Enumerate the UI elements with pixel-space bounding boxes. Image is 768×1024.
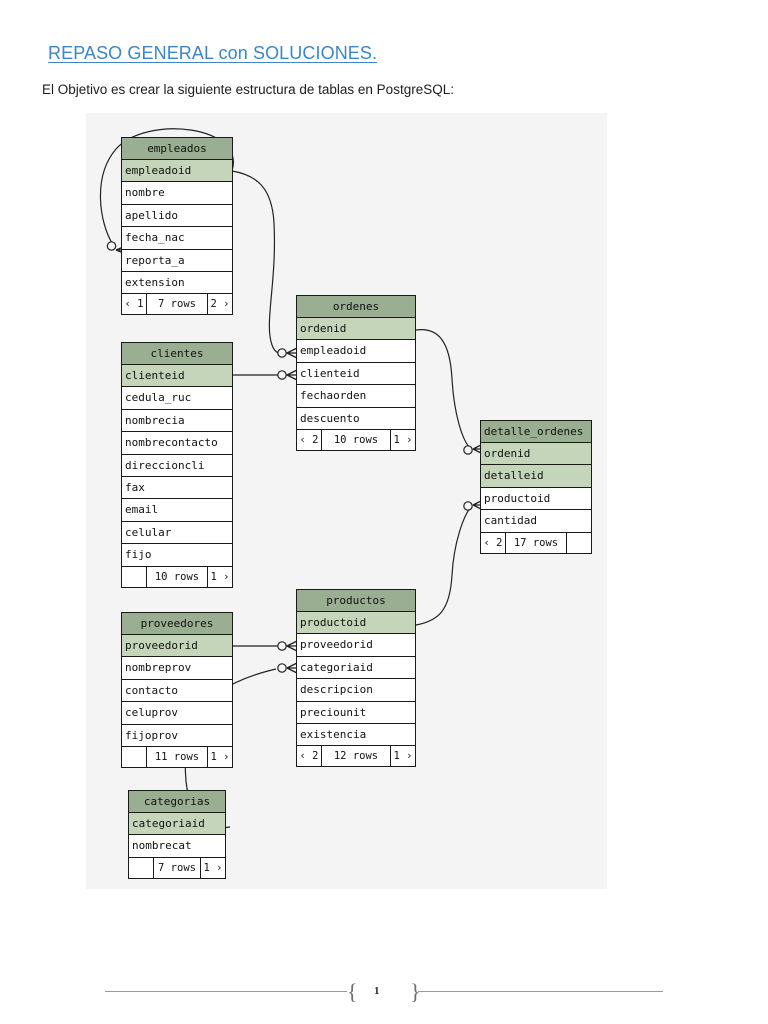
table-field[interactable]: fecha_nac	[122, 227, 232, 250]
footer-rule-left	[105, 991, 347, 992]
pager-next-button[interactable]: 1 ›	[210, 750, 230, 763]
table-field[interactable]: clienteid	[297, 362, 415, 386]
link-ordenes-detalle	[415, 329, 472, 450]
table-field[interactable]: apellido	[122, 204, 232, 228]
footer-brace-right: }	[410, 979, 421, 1004]
pager-next-button[interactable]: 1 ›	[393, 750, 413, 763]
pager-prev-button[interactable]: ‹ 1	[122, 294, 147, 315]
table-field[interactable]: cantidad	[481, 510, 591, 533]
pager-row-count: 7 rows	[147, 294, 208, 315]
pager-prev-button[interactable]: ‹ 2	[481, 532, 506, 553]
table-field[interactable]: preciounit	[297, 701, 415, 724]
table-field-primary-key[interactable]: ordenid	[297, 318, 415, 341]
table-field[interactable]: direccioncli	[122, 454, 232, 477]
table-field[interactable]: reporta_a	[122, 249, 232, 272]
table-title: productos	[297, 590, 415, 612]
pager-row-count: 10 rows	[322, 429, 391, 450]
page-title: REPASO GENERAL con SOLUCIONES.	[48, 43, 378, 63]
table-field[interactable]: fax	[122, 476, 232, 500]
table-title: empleados	[122, 138, 232, 160]
table-field[interactable]: nombrecontacto	[122, 432, 232, 455]
pager-row-count: 17 rows	[506, 532, 567, 553]
table-field[interactable]: cedula_ruc	[122, 387, 232, 410]
table-field[interactable]: productoid	[481, 487, 591, 511]
table-field[interactable]: fijoprov	[122, 724, 232, 747]
table-field[interactable]: celuprov	[122, 702, 232, 725]
pager-prev-button[interactable]	[122, 746, 147, 767]
footer-brace-left: {	[347, 979, 358, 1004]
table-field[interactable]: nombreprov	[122, 657, 232, 680]
pager-row-count: 11 rows	[147, 746, 208, 767]
table-field[interactable]: proveedorid	[297, 634, 415, 657]
link-empleados-ordenes	[231, 170, 288, 354]
pager-prev-button[interactable]: ‹ 2	[297, 746, 322, 767]
pager-prev-button[interactable]	[122, 566, 147, 587]
table-title: ordenes	[297, 296, 415, 318]
pager-prev-button[interactable]	[129, 857, 154, 878]
table-field[interactable]: categoriaid	[297, 656, 415, 680]
table-field[interactable]: fechaorden	[297, 385, 415, 408]
table-field-primary-key[interactable]: categoriaid	[129, 813, 225, 836]
table-field-primary-key[interactable]: proveedorid	[122, 635, 232, 658]
table-field[interactable]: email	[122, 499, 232, 522]
table-field[interactable]: descripcion	[297, 679, 415, 702]
table-field[interactable]: celular	[122, 521, 232, 545]
table-field-primary-key[interactable]: ordenid	[481, 443, 591, 466]
pager-next-button[interactable]: 2 ›	[210, 298, 230, 311]
table-field[interactable]: contacto	[122, 679, 232, 703]
table-field[interactable]: nombrecat	[129, 835, 225, 858]
table-field[interactable]: empleadoid	[297, 340, 415, 363]
pager-row-count: 12 rows	[322, 746, 391, 767]
pager-prev-button[interactable]: ‹ 2	[297, 429, 322, 450]
table-field-primary-key[interactable]: detalleid	[481, 465, 591, 488]
page-subtitle: El Objetivo es crear la siguiente estruc…	[42, 82, 454, 97]
table-field[interactable]: extension	[122, 271, 232, 295]
pager-row-count: 7 rows	[154, 857, 201, 878]
pager-next-button[interactable]: 1 ›	[203, 861, 223, 874]
pager-next-button[interactable]: 1 ›	[210, 570, 230, 583]
table-field[interactable]: nombrecia	[122, 409, 232, 433]
table-title: proveedores	[122, 613, 232, 635]
table-field[interactable]: existencia	[297, 723, 415, 747]
table-field[interactable]: descuento	[297, 407, 415, 430]
pager-next-button[interactable]: 1 ›	[393, 433, 413, 446]
footer-rule-right	[418, 991, 663, 992]
table-field[interactable]: nombre	[122, 182, 232, 205]
table-field-primary-key[interactable]: clienteid	[122, 365, 232, 388]
page-number: 1	[374, 985, 380, 997]
table-title: categorias	[129, 791, 225, 813]
link-productos-detalle	[415, 506, 472, 626]
table-field[interactable]: fijo	[122, 544, 232, 567]
table-field-primary-key[interactable]: empleadoid	[122, 160, 232, 183]
pager-next-button[interactable]	[567, 533, 591, 553]
pager-row-count: 10 rows	[147, 566, 208, 587]
table-title: detalle_ordenes	[481, 421, 591, 443]
table-field-primary-key[interactable]: productoid	[297, 612, 415, 635]
table-title: clientes	[122, 343, 232, 365]
